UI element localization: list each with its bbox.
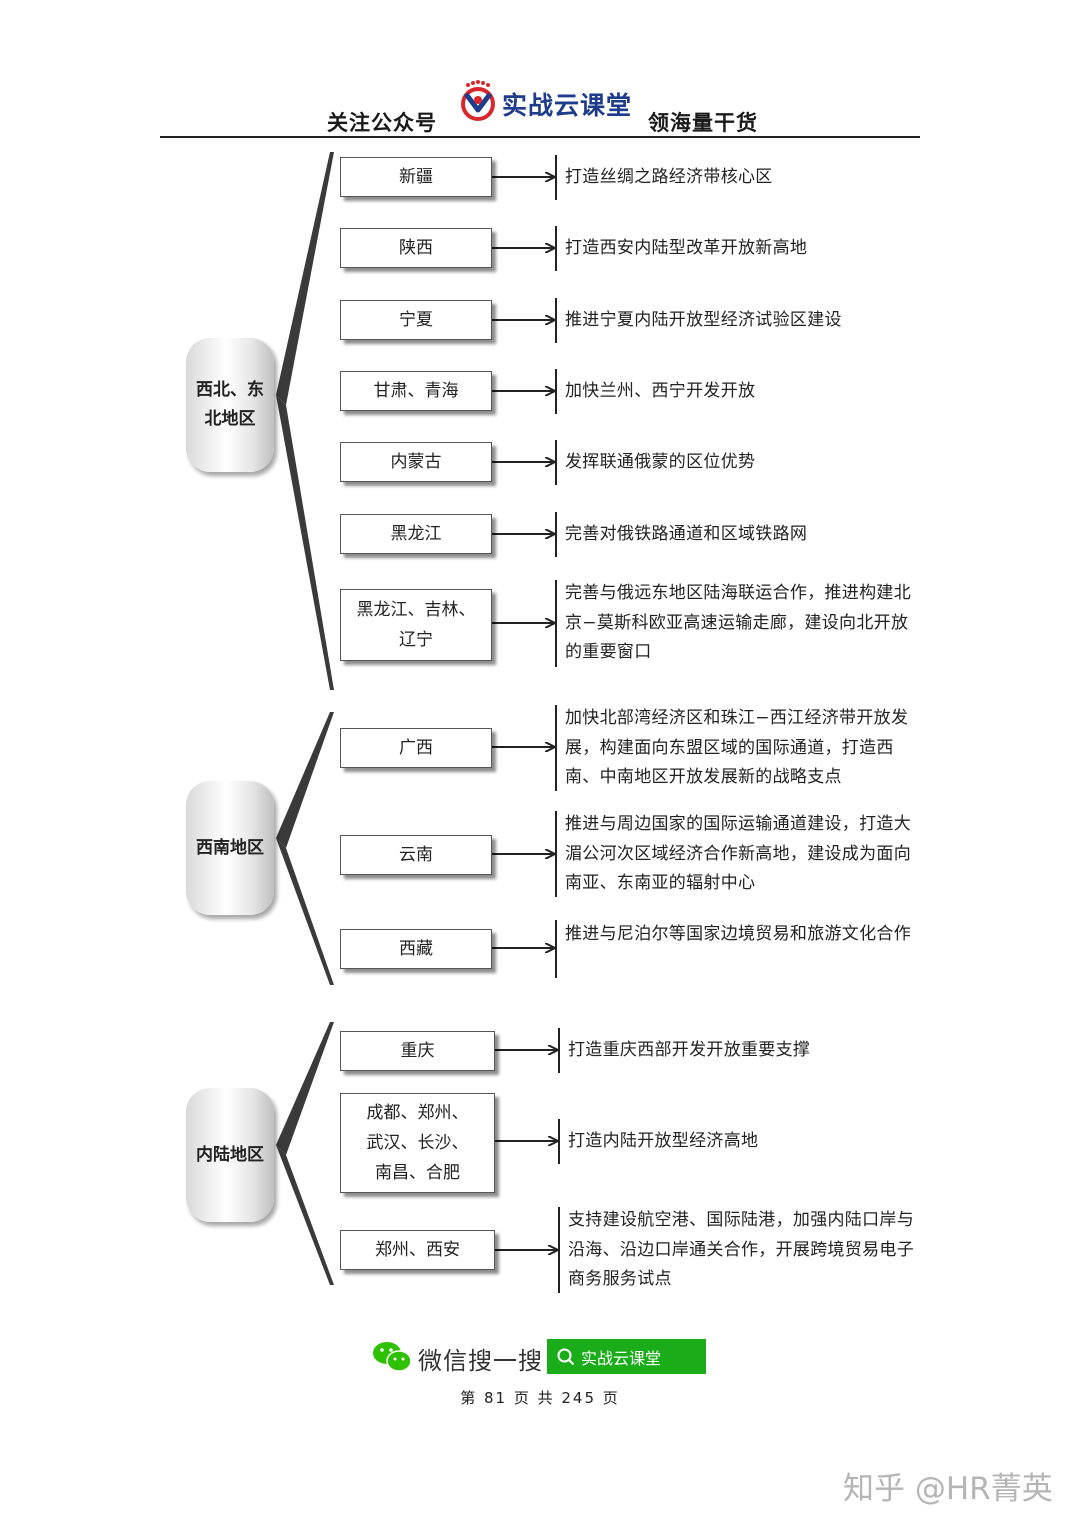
province-box: 宁夏 — [340, 300, 492, 340]
header-divider — [160, 136, 920, 138]
region-northwest-northeast: 西北、东 北地区 — [186, 338, 274, 472]
description-text: 完善与俄远东地区陆海联运合作，推进构建北京−莫斯科欧亚高速运输走廊，建设向北开放… — [565, 583, 911, 662]
bracket-southwest — [276, 712, 334, 848]
bracket-inland — [276, 1022, 334, 1155]
header-right-text: 领海量干货 — [648, 110, 758, 135]
province-box: 云南 — [340, 835, 492, 875]
watermark: 知乎 @HR菁英 — [843, 1471, 1053, 1507]
description-text: 加快兰州、西宁开发开放 — [565, 381, 756, 401]
description-text: 打造重庆西部开发开放重要支撑 — [568, 1040, 811, 1060]
description-text: 打造内陆开放型经济高地 — [568, 1131, 759, 1151]
wechat-search-button[interactable]: 实战云课堂 — [547, 1339, 706, 1374]
province-box: 内蒙古 — [340, 442, 492, 482]
description-text: 打造丝绸之路经济带核心区 — [565, 167, 773, 187]
description-text: 加快北部湾经济区和珠江−西江经济带开放发展，构建面向东盟区域的国际通道，打造西南… — [565, 708, 909, 787]
logo-text: 实战云课堂 — [502, 91, 633, 120]
wechat-icon — [373, 1342, 412, 1372]
province-box: 成都、郑州、 武汉、长沙、 南昌、合肥 — [340, 1093, 495, 1193]
search-icon — [557, 1348, 575, 1365]
page-number: 第 81 页 共 245 页 — [460, 1389, 620, 1407]
description-text: 推进宁夏内陆开放型经济试验区建设 — [565, 310, 842, 330]
province-box: 郑州、西安 — [340, 1230, 495, 1270]
province-box: 重庆 — [340, 1031, 495, 1071]
description-text: 发挥联通俄蒙的区位优势 — [565, 452, 756, 472]
province-box: 黑龙江、吉林、 辽宁 — [340, 589, 492, 661]
search-button-label: 实战云课堂 — [581, 1348, 662, 1368]
bracket-northwest — [276, 152, 334, 405]
province-box: 广西 — [340, 728, 492, 768]
region-inland: 内陆地区 — [186, 1088, 274, 1222]
description-text: 推进与尼泊尔等国家边境贸易和旅游文化合作 — [565, 924, 911, 944]
province-box: 西藏 — [340, 929, 492, 969]
province-box: 黑龙江 — [340, 514, 492, 554]
province-box: 新疆 — [340, 157, 492, 197]
header-left-text: 关注公众号 — [327, 110, 437, 135]
description-text: 推进与周边国家的国际运输通道建设，打造大湄公河次区域经济合作新高地，建设成为面向… — [565, 814, 911, 893]
description-text: 支持建设航空港、国际陆港，加强内陆口岸与沿海、沿边口岸通关合作，开展跨境贸易电子… — [568, 1210, 914, 1289]
description-text: 打造西安内陆型改革开放新高地 — [565, 238, 808, 258]
description-text: 完善对俄铁路通道和区域铁路网 — [565, 524, 808, 544]
logo-icon — [461, 80, 495, 121]
region-southwest: 西南地区 — [186, 781, 274, 915]
province-box: 甘肃、青海 — [340, 371, 492, 411]
province-box: 陕西 — [340, 228, 492, 268]
wechat-search-label: 微信搜一搜 — [418, 1347, 543, 1375]
